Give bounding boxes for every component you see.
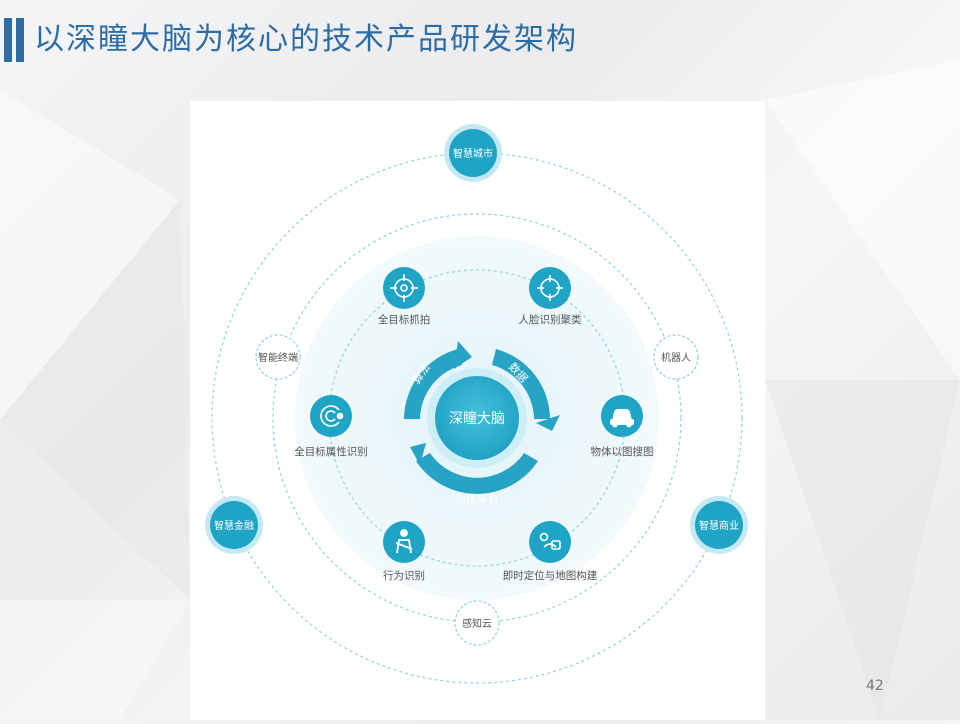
crosshair-icon (390, 274, 418, 302)
slide-title: 以深瞳大脑为核心的技术产品研发架构 (34, 22, 578, 57)
route-icon (539, 532, 561, 550)
architecture-diagram: 算法 数据 训练平台 深瞳大脑 全目标抓拍 人脸识别聚类 (205, 124, 748, 684)
node-label: 机器人 (661, 351, 691, 364)
capability-target: 人脸识别聚类 (519, 267, 582, 326)
capability-label: 人脸识别聚类 (519, 313, 582, 326)
radar-icon (320, 405, 344, 427)
arc-label-training: 训练平台 (455, 492, 499, 506)
node-label: 智能终端 (258, 351, 298, 364)
capability-label: 全目标属性识别 (294, 445, 368, 458)
arc-data (492, 349, 550, 419)
target-icon (537, 275, 563, 301)
capability-label: 物体以图搜图 (591, 445, 654, 458)
node-smart-business: 智慧商业 (690, 496, 748, 554)
node-label: 智慧金融 (214, 519, 254, 532)
title-accent-bar-2 (16, 18, 24, 62)
node-label: 智慧城市 (453, 147, 493, 160)
node-smart-city: 智慧城市 (444, 124, 502, 182)
arc-arrow-2 (536, 415, 560, 431)
node-robot: 机器人 (653, 334, 699, 380)
arc-algorithm (404, 349, 462, 419)
title-accent-bar (4, 18, 12, 62)
capability-label: 全目标抓拍 (378, 313, 431, 326)
core-label: 深瞳大脑 (449, 410, 505, 427)
arc-arrow-3 (410, 443, 426, 465)
capability-crosshair: 全目标抓拍 (378, 267, 431, 326)
node-label: 智慧商业 (699, 519, 739, 532)
node-perception-cloud: 感知云 (454, 600, 500, 646)
core-node (435, 376, 519, 460)
page-number: 42 (866, 678, 884, 694)
capability-car: 物体以图搜图 (591, 395, 654, 458)
seatbelt-icon (395, 529, 413, 554)
capability-label: 行为识别 (383, 569, 425, 582)
diagram-panel: 算法 数据 训练平台 深瞳大脑 全目标抓拍 人脸识别聚类 (190, 101, 765, 720)
node-smart-terminal: 智能终端 (255, 334, 301, 380)
capability-seatbelt: 行为识别 (383, 521, 425, 582)
arc-training (416, 453, 538, 494)
capability-label: 即时定位与地图构建 (503, 569, 598, 582)
car-icon (610, 409, 634, 428)
capability-route: 即时定位与地图构建 (503, 521, 598, 582)
node-smart-finance: 智慧金融 (205, 496, 263, 554)
capability-radar: 全目标属性识别 (294, 395, 368, 458)
node-label: 感知云 (462, 617, 492, 630)
arc-arrow-1 (454, 341, 472, 369)
